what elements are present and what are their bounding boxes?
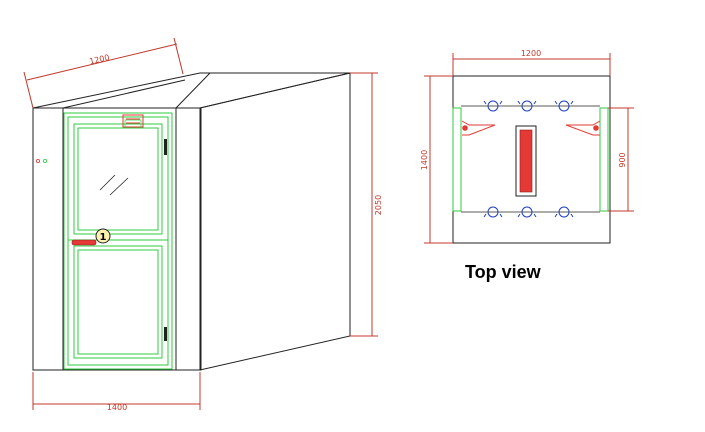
dimension-top-width <box>23 37 184 109</box>
top-dimension-inner <box>608 107 634 212</box>
door-closers <box>461 120 601 136</box>
front-view: 1 1200 2050 1400 <box>23 37 383 412</box>
callout-marker-label: 1 <box>100 232 107 243</box>
dimension-top-width-label: 1200 <box>89 53 111 66</box>
dimension-bottom-depth <box>32 372 201 410</box>
door-jambs <box>452 107 609 212</box>
dimension-bottom-depth-label: 1400 <box>107 403 127 412</box>
callout-marker: 1 <box>95 228 111 244</box>
door-control-panel <box>122 114 144 129</box>
glass-reflection <box>99 174 129 196</box>
top-dimension-width <box>452 53 611 76</box>
air-nozzles-top <box>483 100 574 112</box>
dimension-height <box>350 72 378 337</box>
door-handle <box>71 239 97 246</box>
top-dimension-inner-label: 900 <box>618 152 627 167</box>
door-hinges <box>164 139 167 341</box>
top-dimension-depth <box>424 75 453 244</box>
hepa-filter <box>515 125 537 197</box>
top-dimension-width-label: 1200 <box>521 49 541 58</box>
top-view-caption: Top view <box>465 262 542 282</box>
cabinet-outline <box>32 72 351 371</box>
air-nozzles-bottom <box>483 206 574 218</box>
dimension-height-label: 2050 <box>374 195 383 215</box>
top-view: 1200 1400 900 Top view <box>420 49 634 282</box>
side-indicator-lights <box>36 158 48 163</box>
top-view-interior-walls <box>461 105 600 213</box>
top-dimension-depth-label: 1400 <box>420 150 429 170</box>
